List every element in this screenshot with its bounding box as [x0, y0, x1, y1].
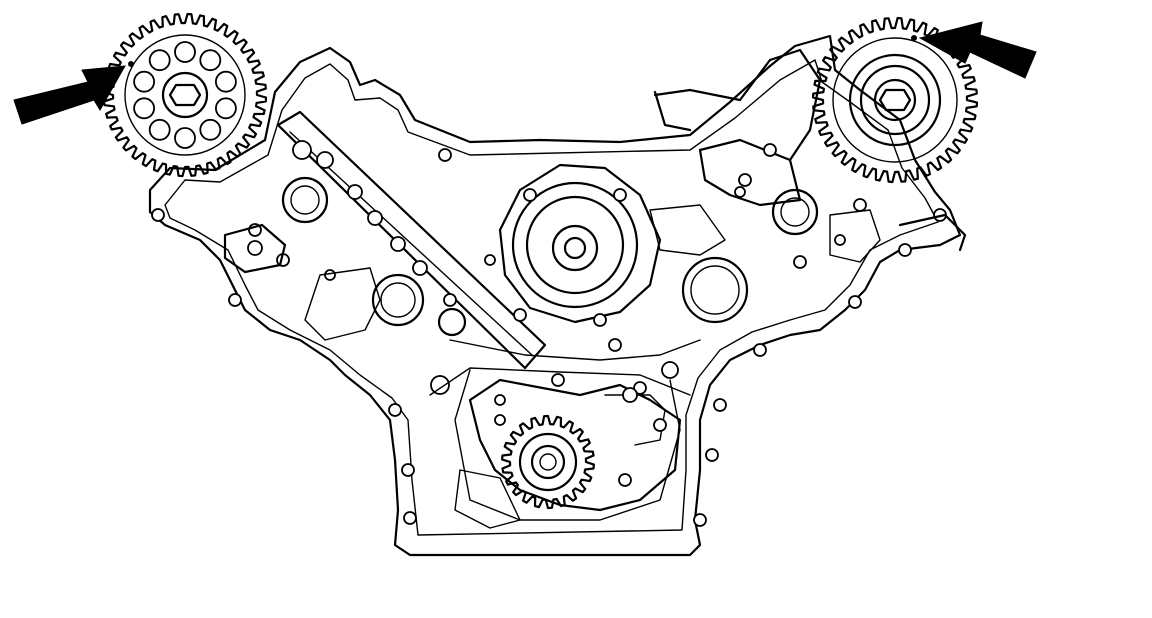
right-chain-guide [653, 48, 822, 207]
sprocket-hole [148, 49, 171, 72]
sprocket-hole [174, 127, 196, 149]
left-timing-arrow [13, 65, 126, 125]
right-timing-mark-dot [911, 35, 917, 41]
left-timing-mark-dot [128, 61, 134, 67]
crankshaft-sprocket [501, 414, 595, 510]
left-camshaft-sprocket [102, 12, 268, 178]
right-camshaft-sprocket [811, 16, 979, 184]
left-chain-guide [276, 110, 547, 370]
sprocket-hole [133, 70, 156, 93]
sprocket-hole [214, 70, 237, 93]
engine-block-outline [148, 34, 962, 557]
sprocket-hole [199, 118, 222, 141]
right-bracket [649, 204, 967, 263]
oil-pump [454, 378, 682, 529]
sprocket-hole [148, 118, 171, 141]
sprocket-hole [199, 49, 222, 72]
lower-housing [429, 339, 701, 521]
right-timing-arrow [918, 21, 1037, 79]
block-bores [151, 148, 947, 527]
sprocket-hole [174, 41, 196, 63]
sprocket-hole [214, 97, 237, 120]
sprocket-hole [133, 97, 156, 120]
water-pump [498, 163, 662, 327]
left-bracket [223, 223, 381, 341]
